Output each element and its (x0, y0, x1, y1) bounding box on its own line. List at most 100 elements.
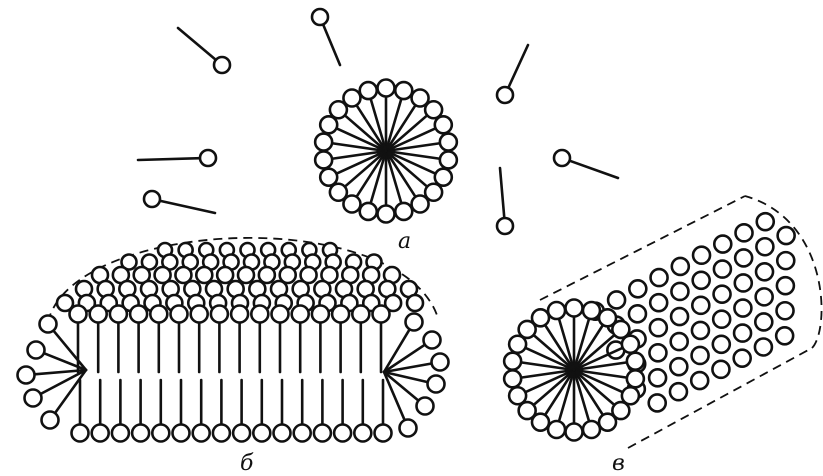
bilayer-lower-lipid (354, 380, 371, 442)
lipid-head (554, 150, 570, 166)
bilayer-upper-lipid (272, 306, 289, 373)
lipid-head (251, 306, 268, 323)
lipid-head (171, 306, 188, 323)
lipid-tail (570, 161, 618, 178)
lipid-head (72, 425, 89, 442)
lipid-head (378, 206, 395, 223)
lipid-head (428, 376, 445, 393)
lipid-head (425, 101, 442, 118)
bilayer-lower-lipid (233, 380, 250, 442)
lipid-head (213, 425, 230, 442)
lipid-head (312, 9, 328, 25)
lipid-head (548, 421, 565, 438)
lipid-head (734, 325, 751, 342)
lipid-head (375, 425, 392, 442)
lipid-head (440, 151, 457, 168)
lipid-head (736, 224, 753, 241)
lipid-head (152, 425, 169, 442)
lipid-head (407, 295, 423, 311)
lipid-head (691, 372, 708, 389)
lipid-head (713, 336, 730, 353)
free-lipid (497, 168, 513, 234)
lipid-head (312, 306, 329, 323)
free-lipid (138, 150, 216, 166)
lipid-head (651, 269, 668, 286)
lipid-head (671, 333, 688, 350)
lipid-head (776, 327, 793, 344)
lipid-head (294, 425, 311, 442)
lipid-head (18, 367, 35, 384)
bilayer-upper-lipid (191, 306, 208, 373)
bilayer-upper-lipid (352, 306, 369, 373)
lipid-head (504, 353, 521, 370)
lipid-head (315, 134, 332, 151)
lipid-head (583, 421, 600, 438)
lipid-head (755, 338, 772, 355)
lipid-head (330, 184, 347, 201)
lipid-head (360, 203, 377, 220)
bilayer-upper-lipid (211, 306, 228, 373)
lipid-head (627, 353, 644, 370)
lipid-head (217, 267, 233, 283)
lipid-head (649, 394, 666, 411)
lipid-head (272, 306, 289, 323)
lipid-head (693, 247, 710, 264)
lipid-head (777, 277, 794, 294)
lipid-head (566, 424, 583, 441)
lipid-head (25, 390, 42, 407)
lipid-head (440, 134, 457, 151)
lipid-head (509, 387, 526, 404)
lipid-tail (500, 168, 504, 218)
free-lipid (497, 45, 528, 103)
lipid-head (42, 412, 59, 429)
lipid-head (315, 151, 332, 168)
lipid-head (238, 267, 254, 283)
lipid-head (672, 258, 689, 275)
lipid-head (70, 306, 87, 323)
lipid-head (755, 313, 772, 330)
lipid-head (432, 354, 449, 371)
lipid-head (735, 274, 752, 291)
bilayer-lower-lipid (92, 380, 109, 442)
lipid-head (629, 280, 646, 297)
lipid-head (734, 350, 751, 367)
lipid-head (497, 87, 513, 103)
lipid-head (173, 425, 190, 442)
lipid-head (332, 306, 349, 323)
lipid-head (583, 302, 600, 319)
lipid-head (395, 82, 412, 99)
lipid-tail (508, 45, 528, 88)
lipid-head (378, 80, 395, 97)
free-lipid (554, 150, 618, 178)
lipid-head (231, 306, 248, 323)
lipid-head (435, 116, 452, 133)
bilayer-upper-lipid (231, 306, 248, 373)
lipid-head (314, 425, 331, 442)
lipid-head (692, 322, 709, 339)
bilayer-lower-lipid (213, 380, 230, 442)
lipid-head (777, 302, 794, 319)
bilayer-upper-lipid (90, 306, 107, 373)
lipid-head (191, 306, 208, 323)
lipid-head (532, 309, 549, 326)
bilayer-upper-lipid (251, 306, 268, 373)
lipid-head (130, 306, 147, 323)
lipid-head (778, 227, 795, 244)
free-lipid (312, 9, 340, 65)
lipid-head (200, 150, 216, 166)
lipid-head (343, 90, 360, 107)
lipid-head (132, 425, 149, 442)
lipid-tail (138, 158, 200, 160)
lipid-head (92, 425, 109, 442)
bilayer-upper-lipid (130, 306, 147, 373)
lipid-head (650, 319, 667, 336)
lipid-tail (178, 28, 216, 60)
lipid-head (627, 370, 644, 387)
bilayer-edge-lipid (384, 314, 423, 373)
lipid-head (504, 370, 521, 387)
lipid-head (435, 169, 452, 186)
bilayer-lower-lipid (274, 380, 291, 442)
lipid-head (608, 291, 625, 308)
lipid-head (400, 420, 417, 437)
